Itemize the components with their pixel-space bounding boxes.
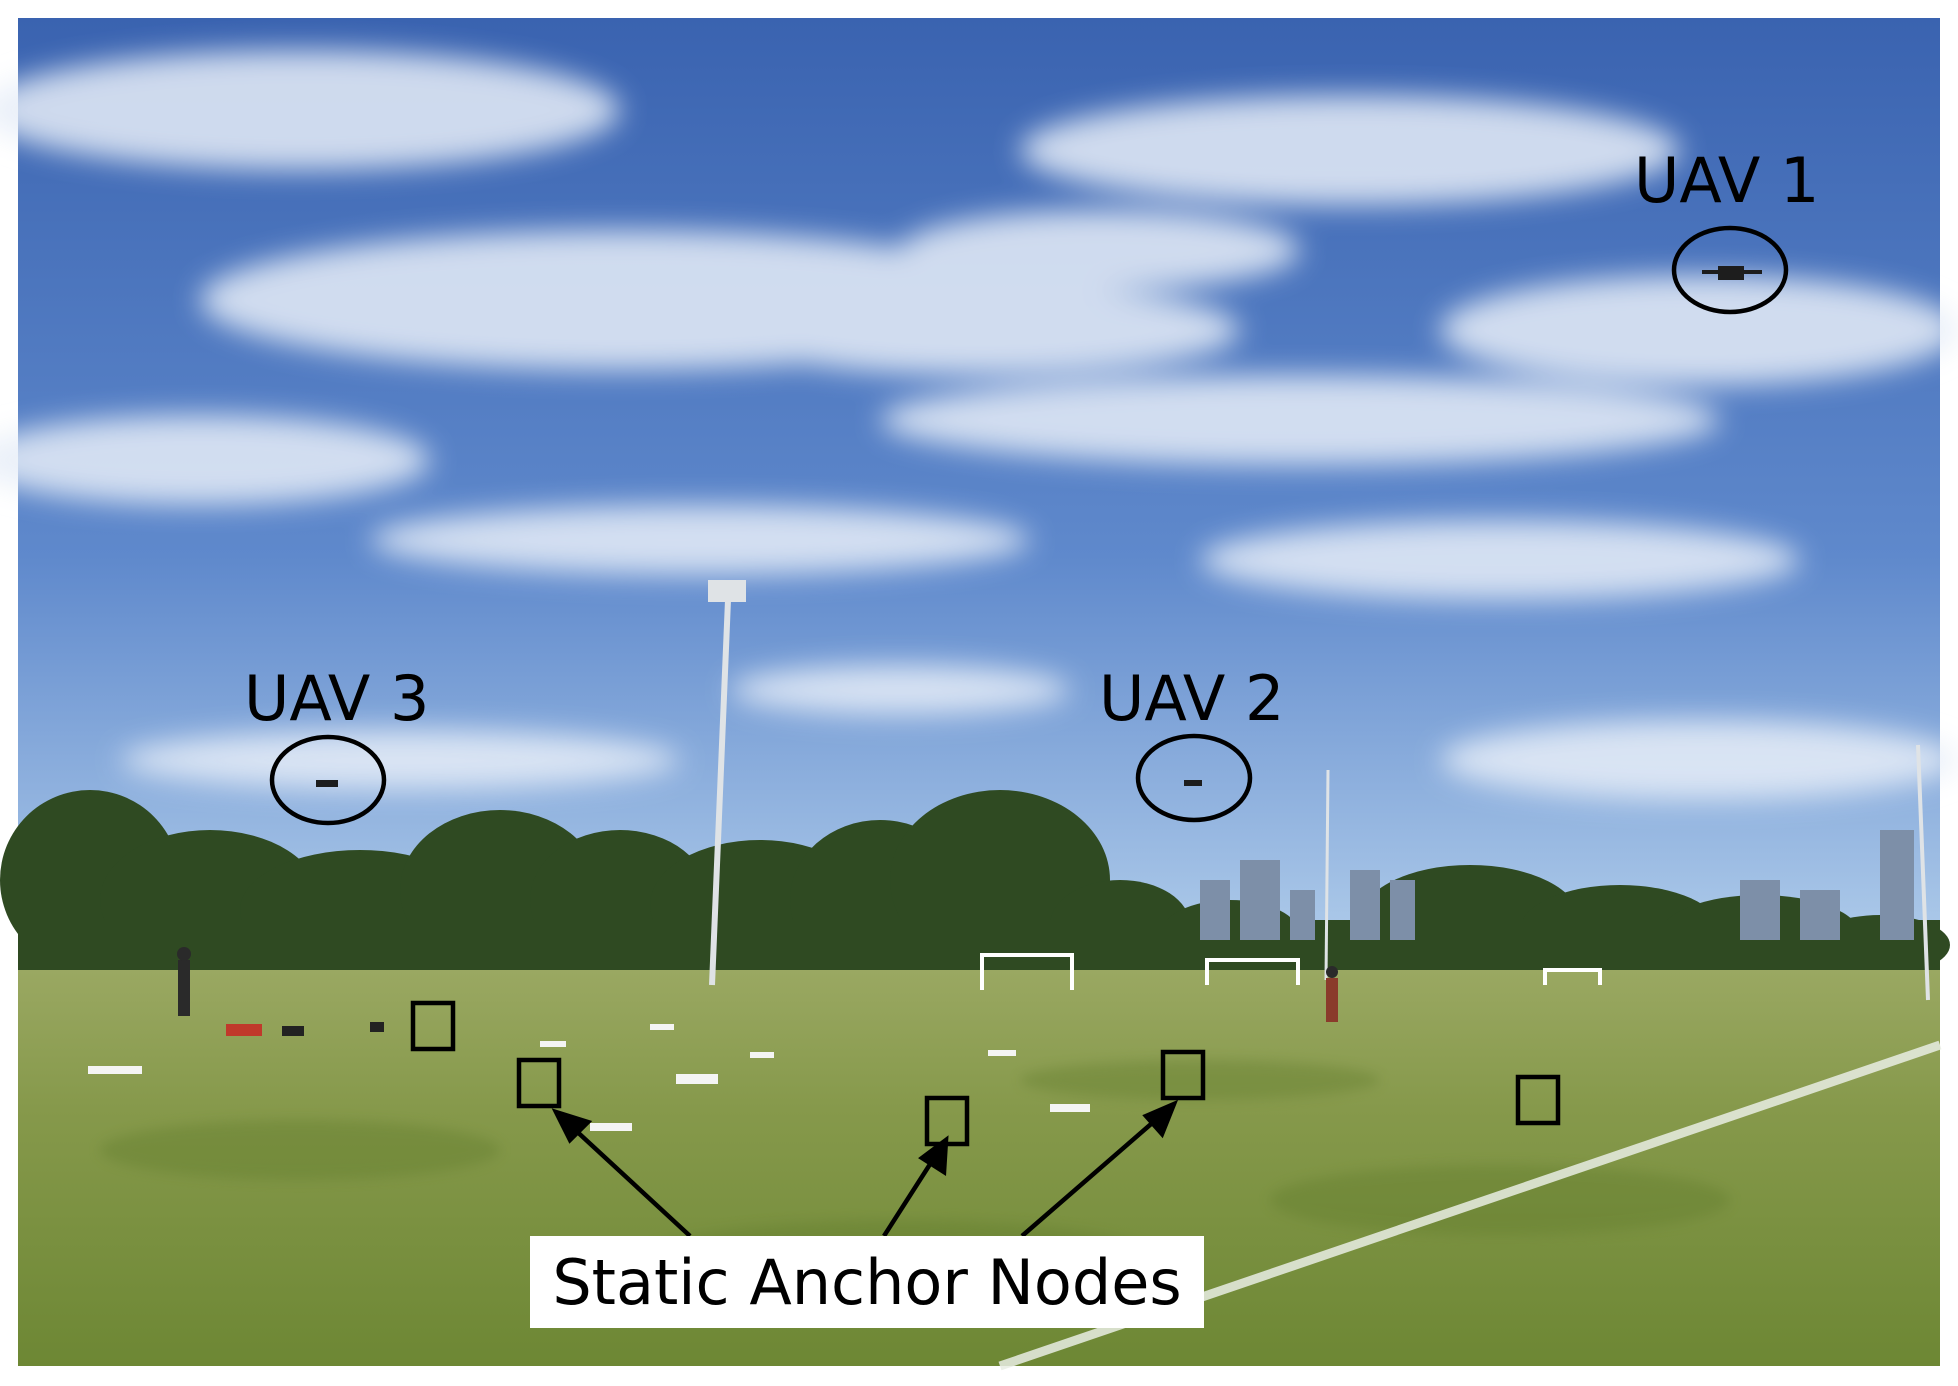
anchor-markers bbox=[88, 1024, 1090, 1131]
anchor-nodes-caption: Static Anchor Nodes bbox=[530, 1236, 1204, 1328]
city-skyline bbox=[1200, 830, 1914, 940]
people bbox=[177, 947, 1338, 1022]
uav1-label: UAV 1 bbox=[1634, 144, 1820, 217]
uav1-circle bbox=[1671, 225, 1789, 315]
anchor-box-4 bbox=[1160, 1049, 1206, 1101]
uav3-label: UAV 3 bbox=[244, 662, 430, 735]
anchor-box-2 bbox=[516, 1057, 562, 1109]
uav-drones bbox=[316, 266, 1762, 787]
anchor-box-5 bbox=[1515, 1074, 1561, 1126]
goal-posts bbox=[980, 953, 1602, 990]
uav3-circle bbox=[269, 734, 387, 826]
annotations bbox=[269, 225, 1789, 1147]
anchor-box-1 bbox=[410, 1000, 456, 1052]
clouds bbox=[0, 50, 1958, 800]
uav2-label: UAV 2 bbox=[1099, 662, 1285, 735]
light-pole bbox=[709, 599, 731, 986]
annotation-arrows bbox=[551, 1099, 1179, 1238]
uav2-circle bbox=[1135, 733, 1253, 823]
